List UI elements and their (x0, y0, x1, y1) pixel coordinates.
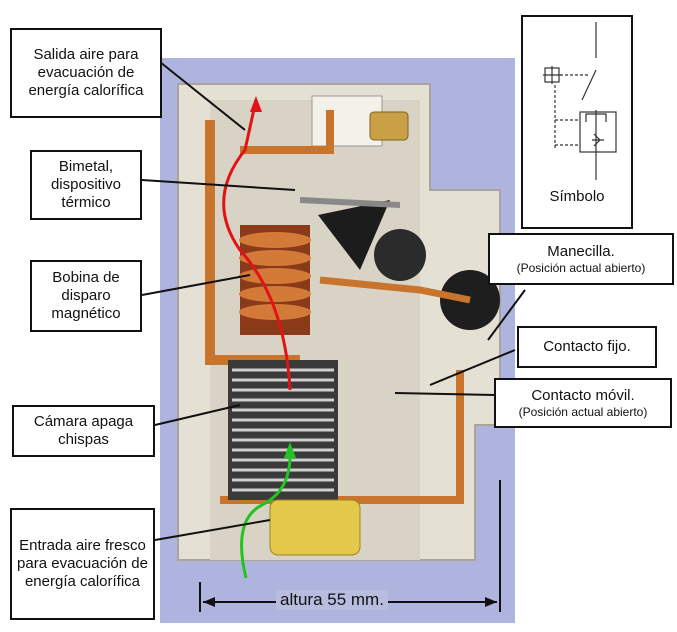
label-entrada-aire: Entrada aire fresco para evacuación de e… (10, 508, 155, 620)
moving-contact-arm (319, 276, 471, 304)
manecilla-subtitle: (Posición actual abierto) (516, 260, 646, 275)
terminal-screw (369, 111, 409, 141)
hot-air-arrow (222, 99, 292, 391)
symbol-box (521, 15, 633, 229)
label-contacto-fijo: Contacto fijo. (517, 326, 657, 368)
dimension-arrow-left (203, 597, 215, 607)
mechanism-wheel (374, 229, 426, 281)
label-bobina: Bobina de disparo magnético (30, 260, 142, 332)
leader-lines (141, 61, 526, 541)
bimetal-strip (299, 197, 401, 208)
breaker-symbol (543, 22, 617, 180)
contacto-movil-title: Contacto móvil. (531, 386, 635, 404)
manecilla-title: Manecilla. (547, 242, 615, 260)
label-manecilla: Manecilla. (Posición actual abierto) (488, 233, 674, 285)
trip-mechanism (318, 200, 390, 270)
label-bimetal: Bimetal, dispositivo térmico (30, 150, 142, 220)
label-contacto-movil: Contacto móvil. (Posición actual abierto… (494, 378, 672, 428)
hot-air-arrowhead (250, 96, 262, 112)
copper-conductor-top (240, 110, 334, 154)
din-clip (269, 499, 361, 556)
label-salida-aire: Salida aire para evacuación de energía c… (10, 28, 162, 118)
dimension-label: altura 55 mm. (276, 590, 388, 610)
contacto-movil-subtitle: (Posición actual abierto) (518, 404, 648, 419)
cool-air-arrow (240, 449, 292, 579)
arc-chute (228, 360, 338, 500)
cool-air-arrowhead (284, 442, 296, 458)
magnetic-coil (239, 225, 311, 335)
dimension-arrow-right (485, 597, 497, 607)
label-camara: Cámara apaga chispas (12, 405, 155, 457)
label-simbolo: Símbolo (549, 188, 605, 205)
